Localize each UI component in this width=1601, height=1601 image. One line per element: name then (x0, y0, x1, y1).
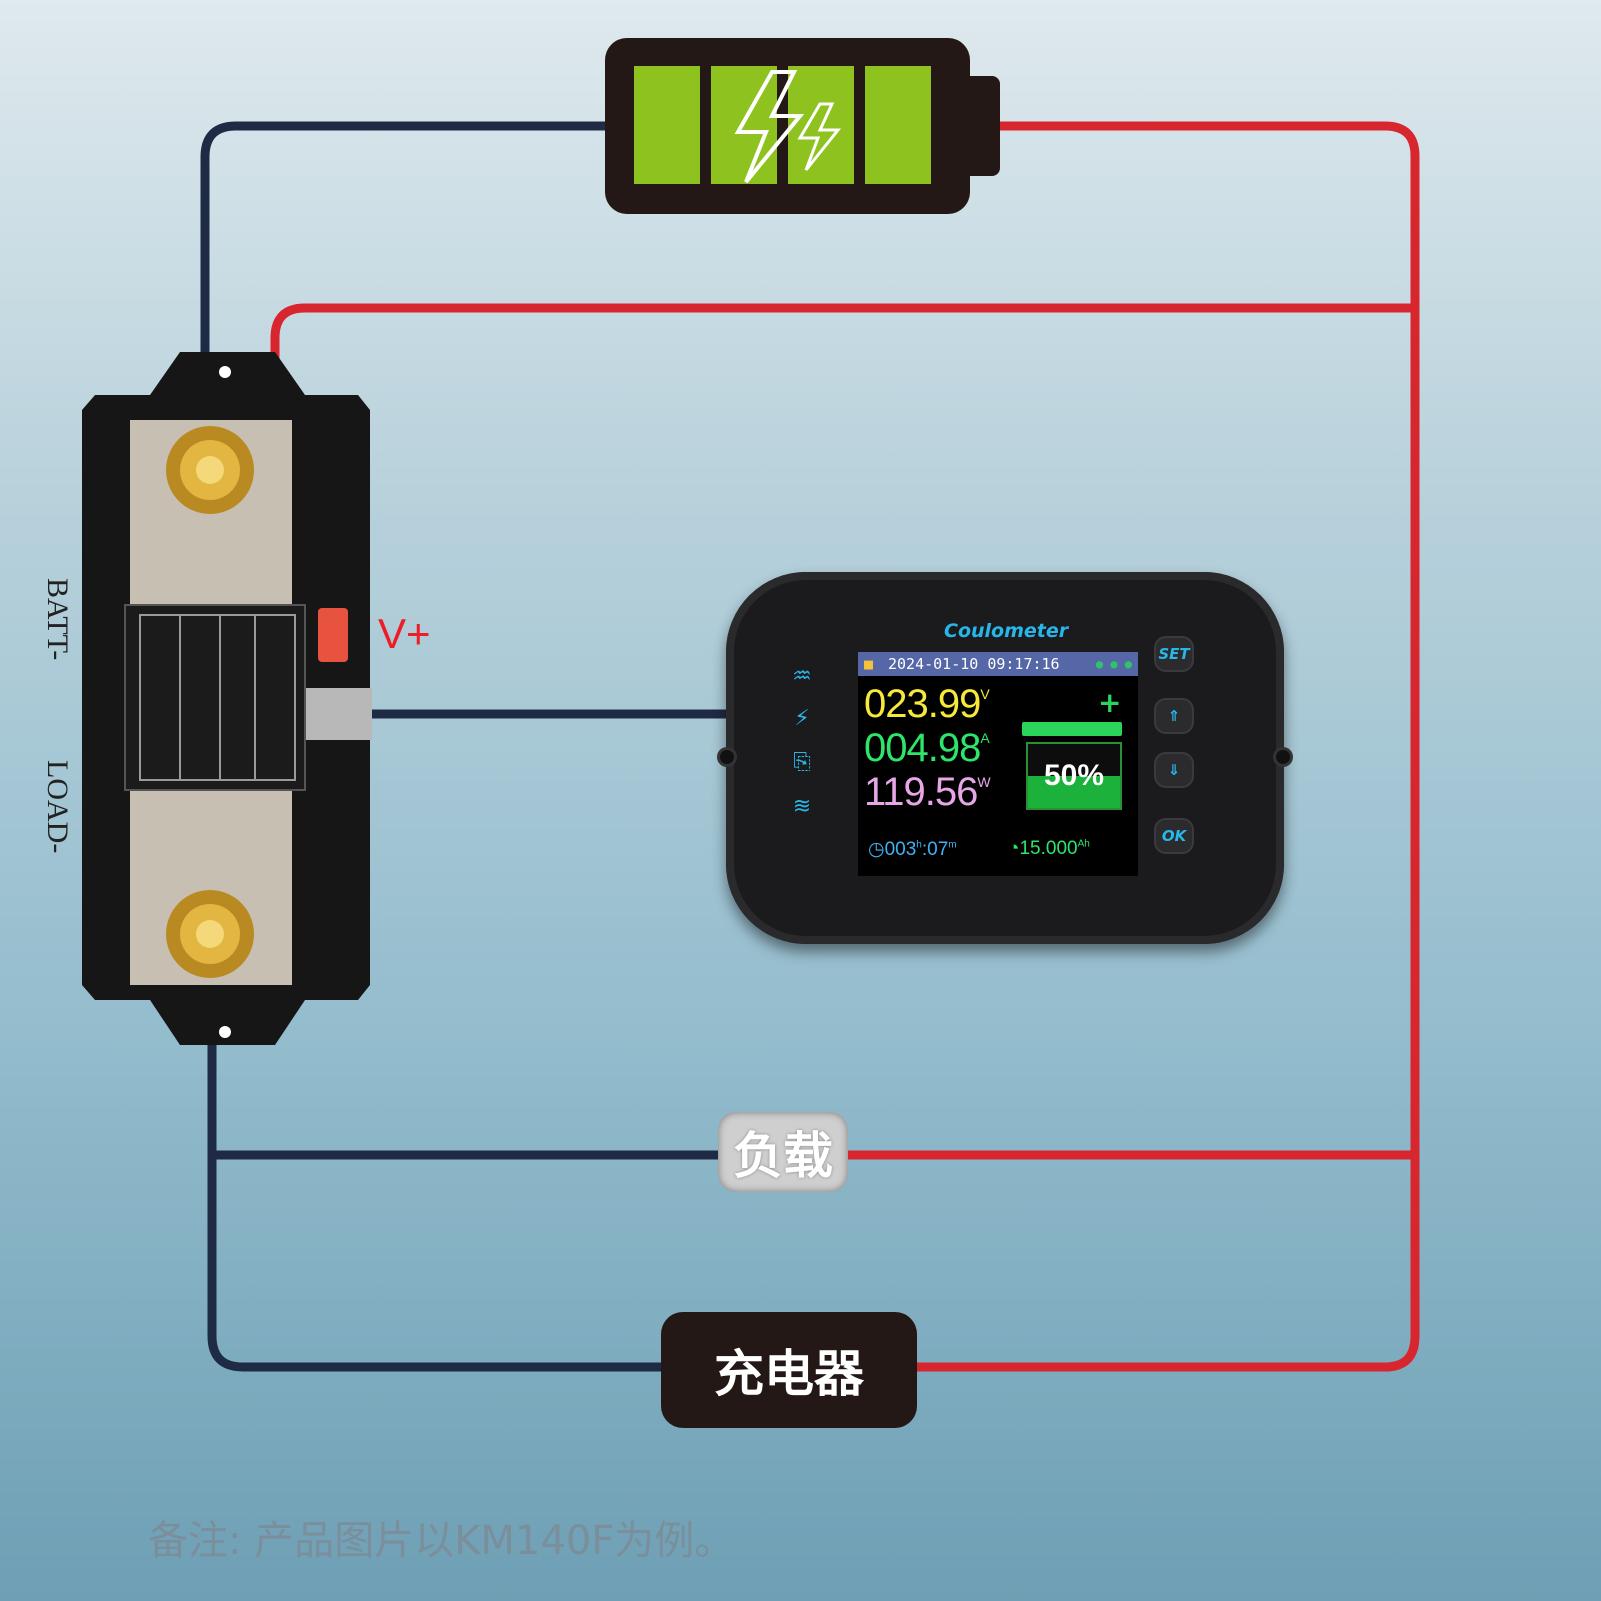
usb-icon: ⎘ (793, 750, 811, 775)
footnote: 备注: 产品图片以KM140F为例。 (148, 1518, 735, 1564)
battery-percent: 50% (1026, 742, 1122, 810)
capacity-readout: ◔15.000Ah (1008, 838, 1090, 859)
load-minus-label: LOAD- (41, 760, 74, 854)
brand-label: Coulometer (944, 620, 1069, 642)
ok-button[interactable]: OK (1154, 818, 1194, 854)
lightning-icon (734, 70, 805, 184)
set-button[interactable]: SET (1154, 636, 1194, 672)
lock-icon: ■ (864, 655, 874, 673)
battery-status-icon (1022, 722, 1122, 736)
power-icon: ⚡ (794, 706, 810, 731)
batt-minus-label: BATT- (41, 578, 74, 661)
charger-box: 充电器 (661, 1312, 917, 1428)
runtime-readout: ◷003h:07m (868, 839, 957, 860)
meter-screen: ■ 2024-01-10 09:17:16 ● ● ● 023.99V 004.… (858, 652, 1138, 876)
mount-hole-right (1276, 750, 1290, 764)
shunt (82, 352, 372, 1045)
current-readout: 004.98A (864, 726, 990, 770)
capacity-icon: ◔ (1008, 838, 1020, 859)
up-icon: ⇑ (1167, 707, 1181, 725)
status-icons: ● ● ● (1095, 657, 1132, 671)
up-button[interactable]: ⇑ (1154, 698, 1194, 734)
down-icon: ⇓ (1167, 761, 1181, 779)
voltage-readout: 023.99V (864, 682, 990, 726)
datetime: 2024-01-10 09:17:16 (888, 655, 1060, 673)
alarm-icon: ♒ (792, 664, 812, 689)
load-device: 负载 (718, 1112, 848, 1192)
negative-wire (200, 121, 735, 1372)
mount-hole-left (720, 750, 734, 764)
v-plus-label: V+ (378, 610, 431, 657)
clock-icon: ◷ (868, 839, 885, 860)
battery-icon (605, 38, 1000, 214)
plus-icon: + (1098, 686, 1122, 719)
power-readout: 119.56W (864, 770, 991, 814)
coulometer-display: Coulometer ♒ ⚡ ⎘ ≋ ■ 2024-01-10 09:17:16… (720, 572, 1290, 944)
down-button[interactable]: ⇓ (1154, 752, 1194, 788)
wifi-icon: ≋ (792, 794, 812, 819)
status-bar: ■ 2024-01-10 09:17:16 ● ● ● (858, 652, 1138, 676)
